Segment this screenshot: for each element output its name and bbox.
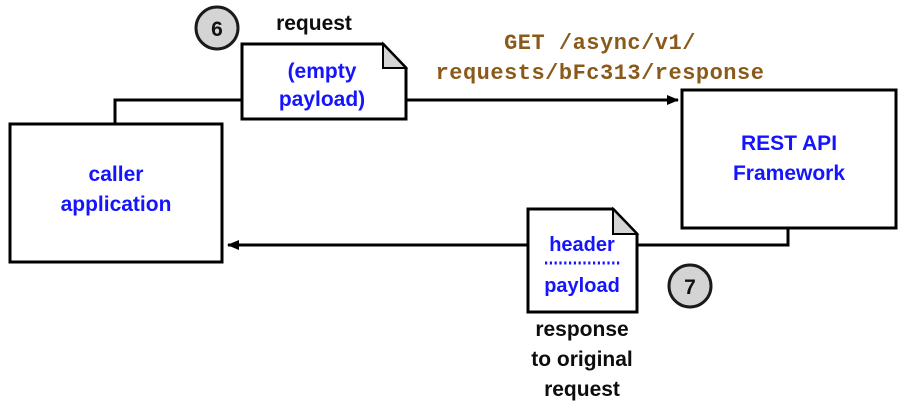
- step-badge-7[interactable]: 7: [667, 263, 713, 309]
- http-code-line2: requests/bFc313/response: [436, 61, 765, 86]
- connector-caller-to-request-doc: [113, 98, 243, 124]
- caller-application-label-line1: caller: [89, 163, 144, 186]
- caller-application-label-line2: application: [61, 193, 172, 216]
- rest-api-label-line1: REST API: [741, 132, 837, 155]
- step-badge-7-number: 7: [684, 276, 696, 299]
- request-doc-label-line1: (empty: [288, 60, 357, 83]
- response-caption-line3: request: [544, 378, 620, 401]
- response-caption-line1: response: [535, 318, 628, 341]
- rest-api-label-line2: Framework: [733, 162, 845, 185]
- response-doc-label-payload: payload: [544, 275, 620, 297]
- response-caption-line2: to original: [531, 348, 633, 371]
- node-caller-application[interactable]: caller application: [8, 122, 224, 264]
- request-label: request: [276, 12, 352, 35]
- request-doc-label-line2: payload): [279, 88, 365, 111]
- http-code-line1: GET /async/v1/: [504, 31, 696, 56]
- step-badge-6-number: 6: [211, 18, 223, 41]
- node-response-document[interactable]: header payload: [526, 206, 640, 314]
- step-badge-6[interactable]: 6: [194, 5, 240, 51]
- response-doc-label-header: header: [549, 234, 615, 256]
- node-rest-api-framework[interactable]: REST API Framework: [680, 88, 898, 230]
- node-request-document[interactable]: (empty payload): [240, 41, 409, 121]
- http-request-code-label: GET /async/v1/ requests/bFc313/response: [436, 31, 765, 86]
- response-caption: response to original request: [531, 318, 633, 401]
- connector-rest-api-to-response-doc: [637, 228, 790, 247]
